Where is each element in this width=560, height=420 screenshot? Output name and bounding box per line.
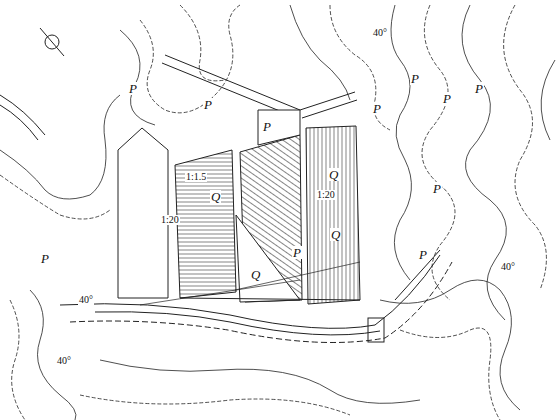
angle-label: 40° — [78, 295, 94, 305]
drainage-channel — [162, 55, 440, 342]
slope-mark: P — [410, 72, 420, 85]
retaining-structures — [118, 110, 360, 305]
gradient-label: 1:1.5 — [185, 172, 207, 182]
zone-mark: Q — [330, 228, 341, 241]
slope-mark: P — [432, 182, 442, 195]
slope-mark: P — [372, 102, 382, 115]
zone-mark: Q — [328, 168, 339, 181]
contour-lines — [0, 5, 555, 420]
slope-mark: P — [203, 98, 213, 111]
slope-mark: P — [40, 252, 50, 265]
slope-mark: P — [474, 82, 484, 95]
angle-label: 40° — [500, 262, 516, 272]
slope-mark: P — [262, 120, 272, 133]
zone-mark: Q — [210, 190, 221, 203]
north-arrow — [40, 28, 64, 56]
gradient-label: 1:20 — [316, 190, 336, 200]
slope-mark: P — [418, 248, 428, 261]
zone-mark: Q — [250, 268, 261, 281]
access-road — [0, 95, 452, 343]
angle-label: 40° — [56, 356, 72, 366]
slope-mark: P — [292, 246, 302, 259]
slope-mark: P — [442, 92, 452, 105]
slope-mark: P — [128, 82, 138, 95]
angle-label: 40° — [372, 28, 388, 38]
gradient-label: 1:20 — [160, 215, 180, 225]
